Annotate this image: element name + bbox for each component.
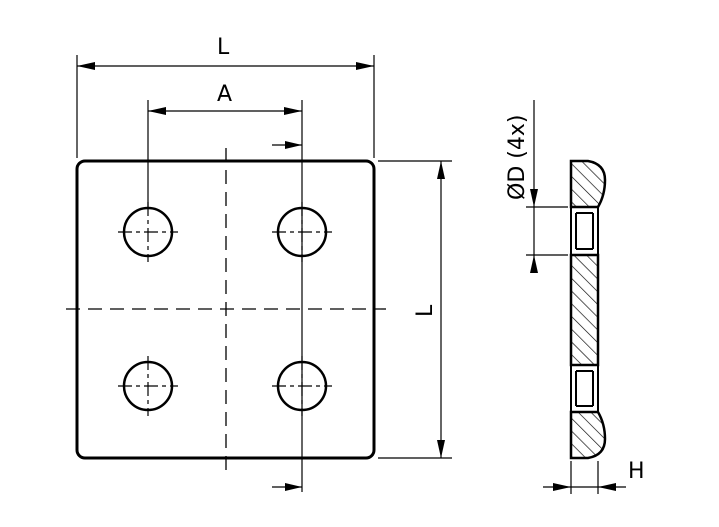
dimension-hole-spacing <box>147 100 303 492</box>
dimension-label-hole-spacing: A <box>217 82 232 107</box>
side-view: ØD (4x) H <box>505 100 645 494</box>
dimension-label-length-top: L <box>217 35 230 60</box>
section-bottom <box>569 410 607 460</box>
section-hole-lower <box>570 364 599 413</box>
front-view: L A L <box>66 35 452 492</box>
section-middle <box>569 253 600 367</box>
section-top <box>569 159 607 209</box>
dimension-length-top <box>76 55 375 158</box>
dimension-length-side <box>378 160 452 459</box>
dimension-thickness <box>543 461 626 494</box>
dimension-label-hole-diameter: ØD (4x) <box>505 115 530 200</box>
dimension-label-length-side: L <box>413 304 438 317</box>
hole-bottom-left <box>118 356 178 416</box>
hole-top-left <box>118 202 178 262</box>
dimension-label-thickness: H <box>628 459 645 484</box>
section-hole-upper <box>570 206 599 256</box>
dimension-hole-diameter <box>526 100 568 273</box>
